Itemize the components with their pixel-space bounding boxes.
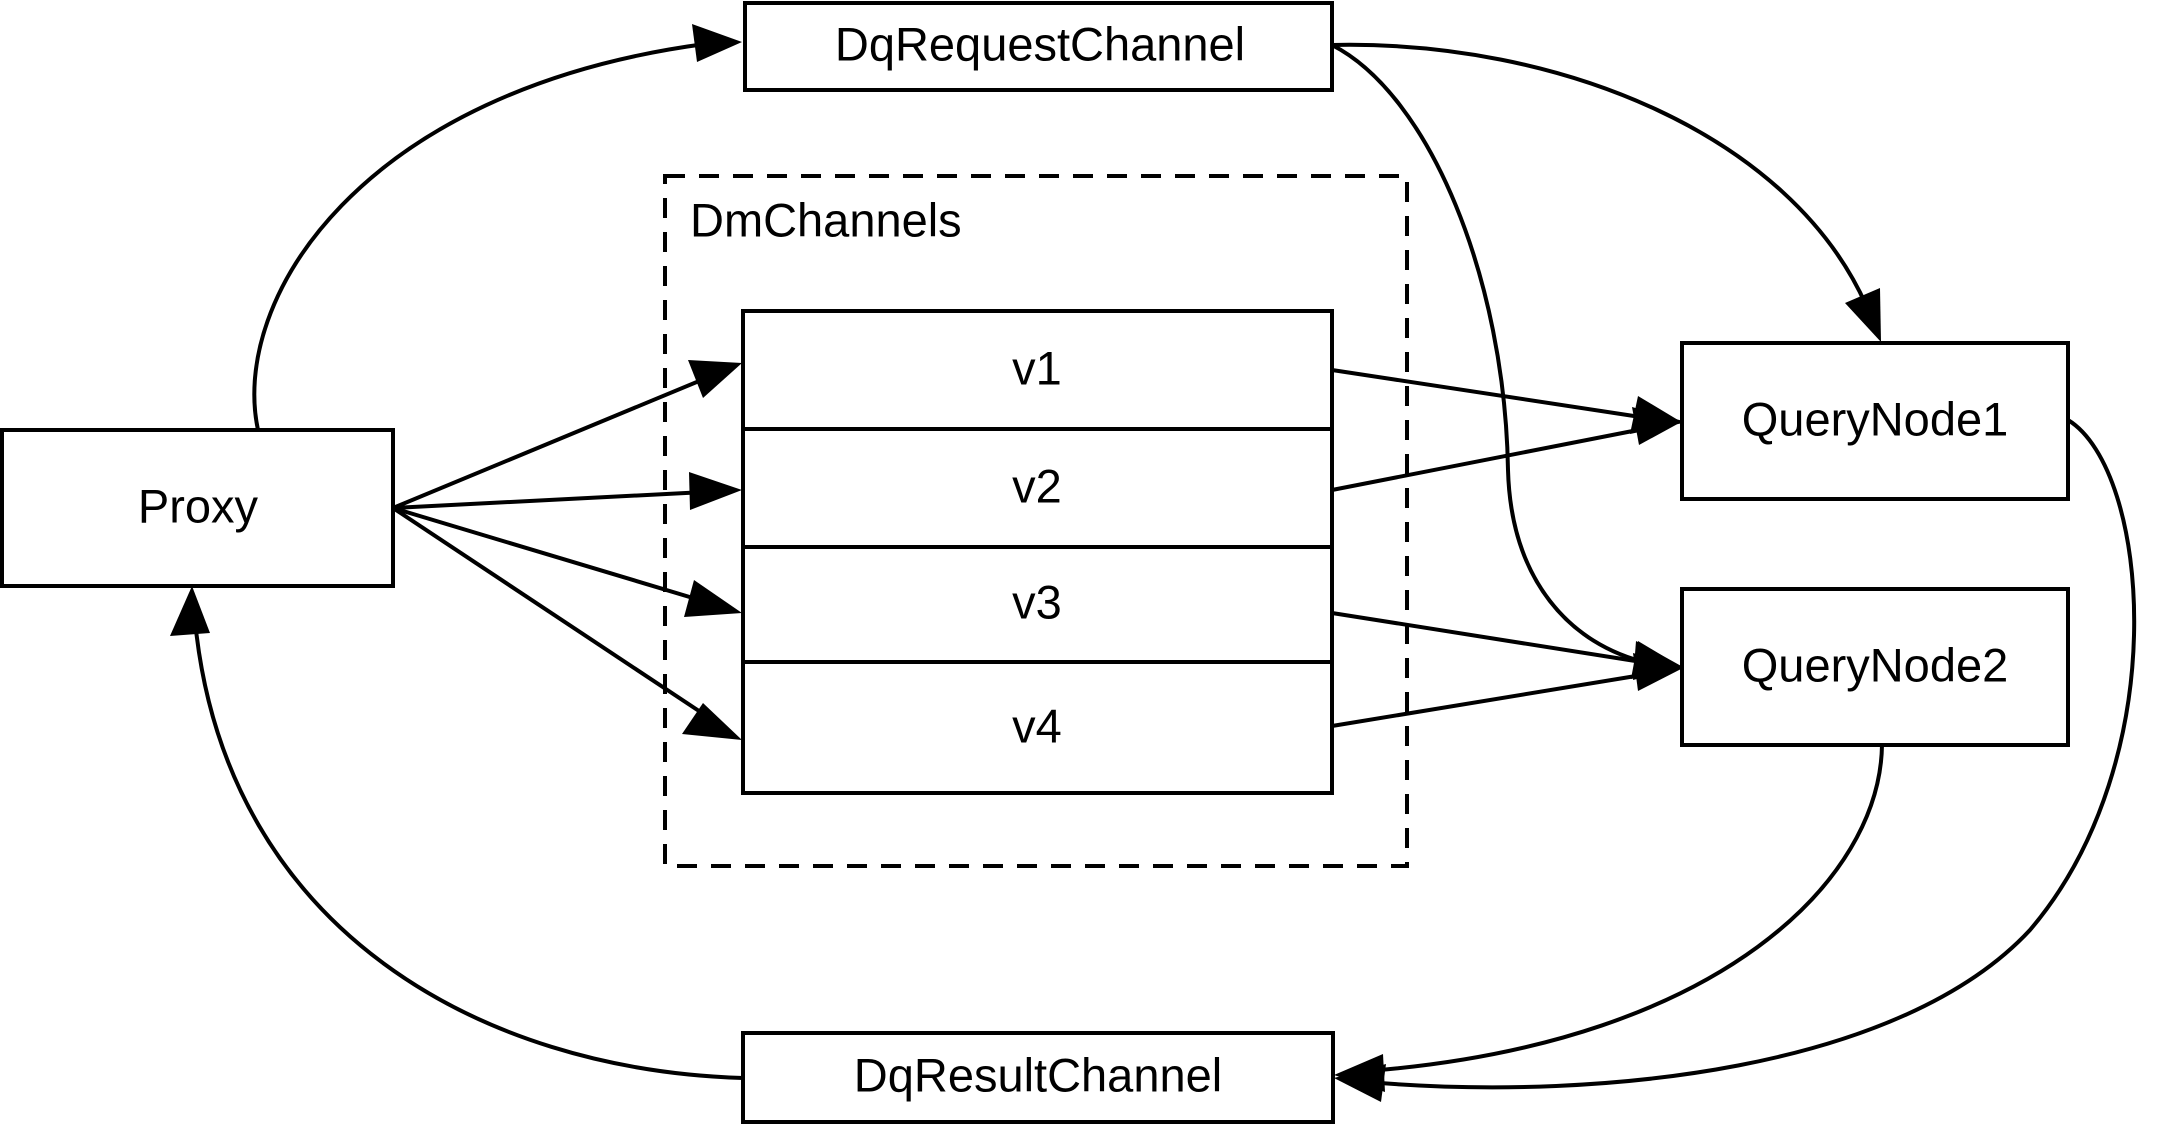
node-dq-request-channel-label: DqRequestChannel [835,17,1245,70]
node-dq-result-channel[interactable]: DqResultChannel [741,1031,1335,1124]
edge-v4-to-query-node-2 [1331,653,1683,728]
edge-layer [170,24,2137,1102]
edge-query-node-1-to-dq-result-channel [1334,418,2137,1102]
arrowhead-icon [1334,1064,1386,1102]
v-channel-row-v4[interactable]: v4 [1012,699,1062,752]
v-channel-stack-border [741,309,1334,795]
node-dq-result-channel-box[interactable] [741,1031,1335,1124]
arrowhead-icon [170,586,210,636]
edge-dq-result-channel-to-proxy [170,586,744,1080]
dm-channels-group-border [663,174,1409,868]
node-dq-request-channel-box[interactable] [743,1,1334,92]
v-channel-row-v3[interactable]: v3 [1012,575,1062,628]
edge-proxy-to-dq-request-channel [252,24,742,431]
edge-dq-request-channel-to-query-node-1 [1331,42,1881,342]
edge-proxy-to-v2 [392,472,742,510]
v-channel-row-v1[interactable]: v1 [1012,341,1062,394]
dm-channels-group: DmChannels [663,174,1409,868]
edge-query-node-2-to-dq-result-channel [1334,744,1884,1092]
edge-dq-request-channel-to-query-node-2 [1331,43,1683,680]
node-query-node-1-label: QueryNode1 [1742,392,2009,445]
arrowhead-icon [1845,288,1881,342]
arrowhead-icon [1633,653,1683,691]
edge-proxy-to-v1 [392,360,742,510]
node-query-node-2-box[interactable] [1680,587,2070,747]
v-channel-stack: v1 v2 v3 v4 [741,309,1334,795]
arrowhead-icon [1632,407,1683,445]
arrowhead-icon [689,472,742,510]
node-proxy-label: Proxy [138,479,259,532]
node-proxy-box[interactable] [0,428,395,588]
node-query-node-2-label: QueryNode2 [1742,638,2009,691]
node-proxy[interactable]: Proxy [0,428,395,588]
node-query-node-1-box[interactable] [1680,341,2070,501]
arrowhead-icon [692,24,742,62]
edge-v3-to-query-node-2 [1331,611,1683,679]
node-query-node-1[interactable]: QueryNode1 [1680,341,2070,501]
arrowhead-icon [688,360,742,398]
edge-v2-to-query-node-1 [1331,407,1683,492]
v-channel-row-v2[interactable]: v2 [1012,459,1062,512]
arrowhead-icon [684,580,742,617]
node-dq-result-channel-label: DqResultChannel [854,1048,1222,1101]
node-query-node-2[interactable]: QueryNode2 [1680,587,2070,747]
node-dq-request-channel[interactable]: DqRequestChannel [743,1,1334,92]
edge-proxy-to-v4 [391,506,742,740]
edge-proxy-to-v3 [392,506,742,617]
dm-channels-group-label: DmChannels [690,193,962,246]
arrowhead-icon [682,703,742,740]
